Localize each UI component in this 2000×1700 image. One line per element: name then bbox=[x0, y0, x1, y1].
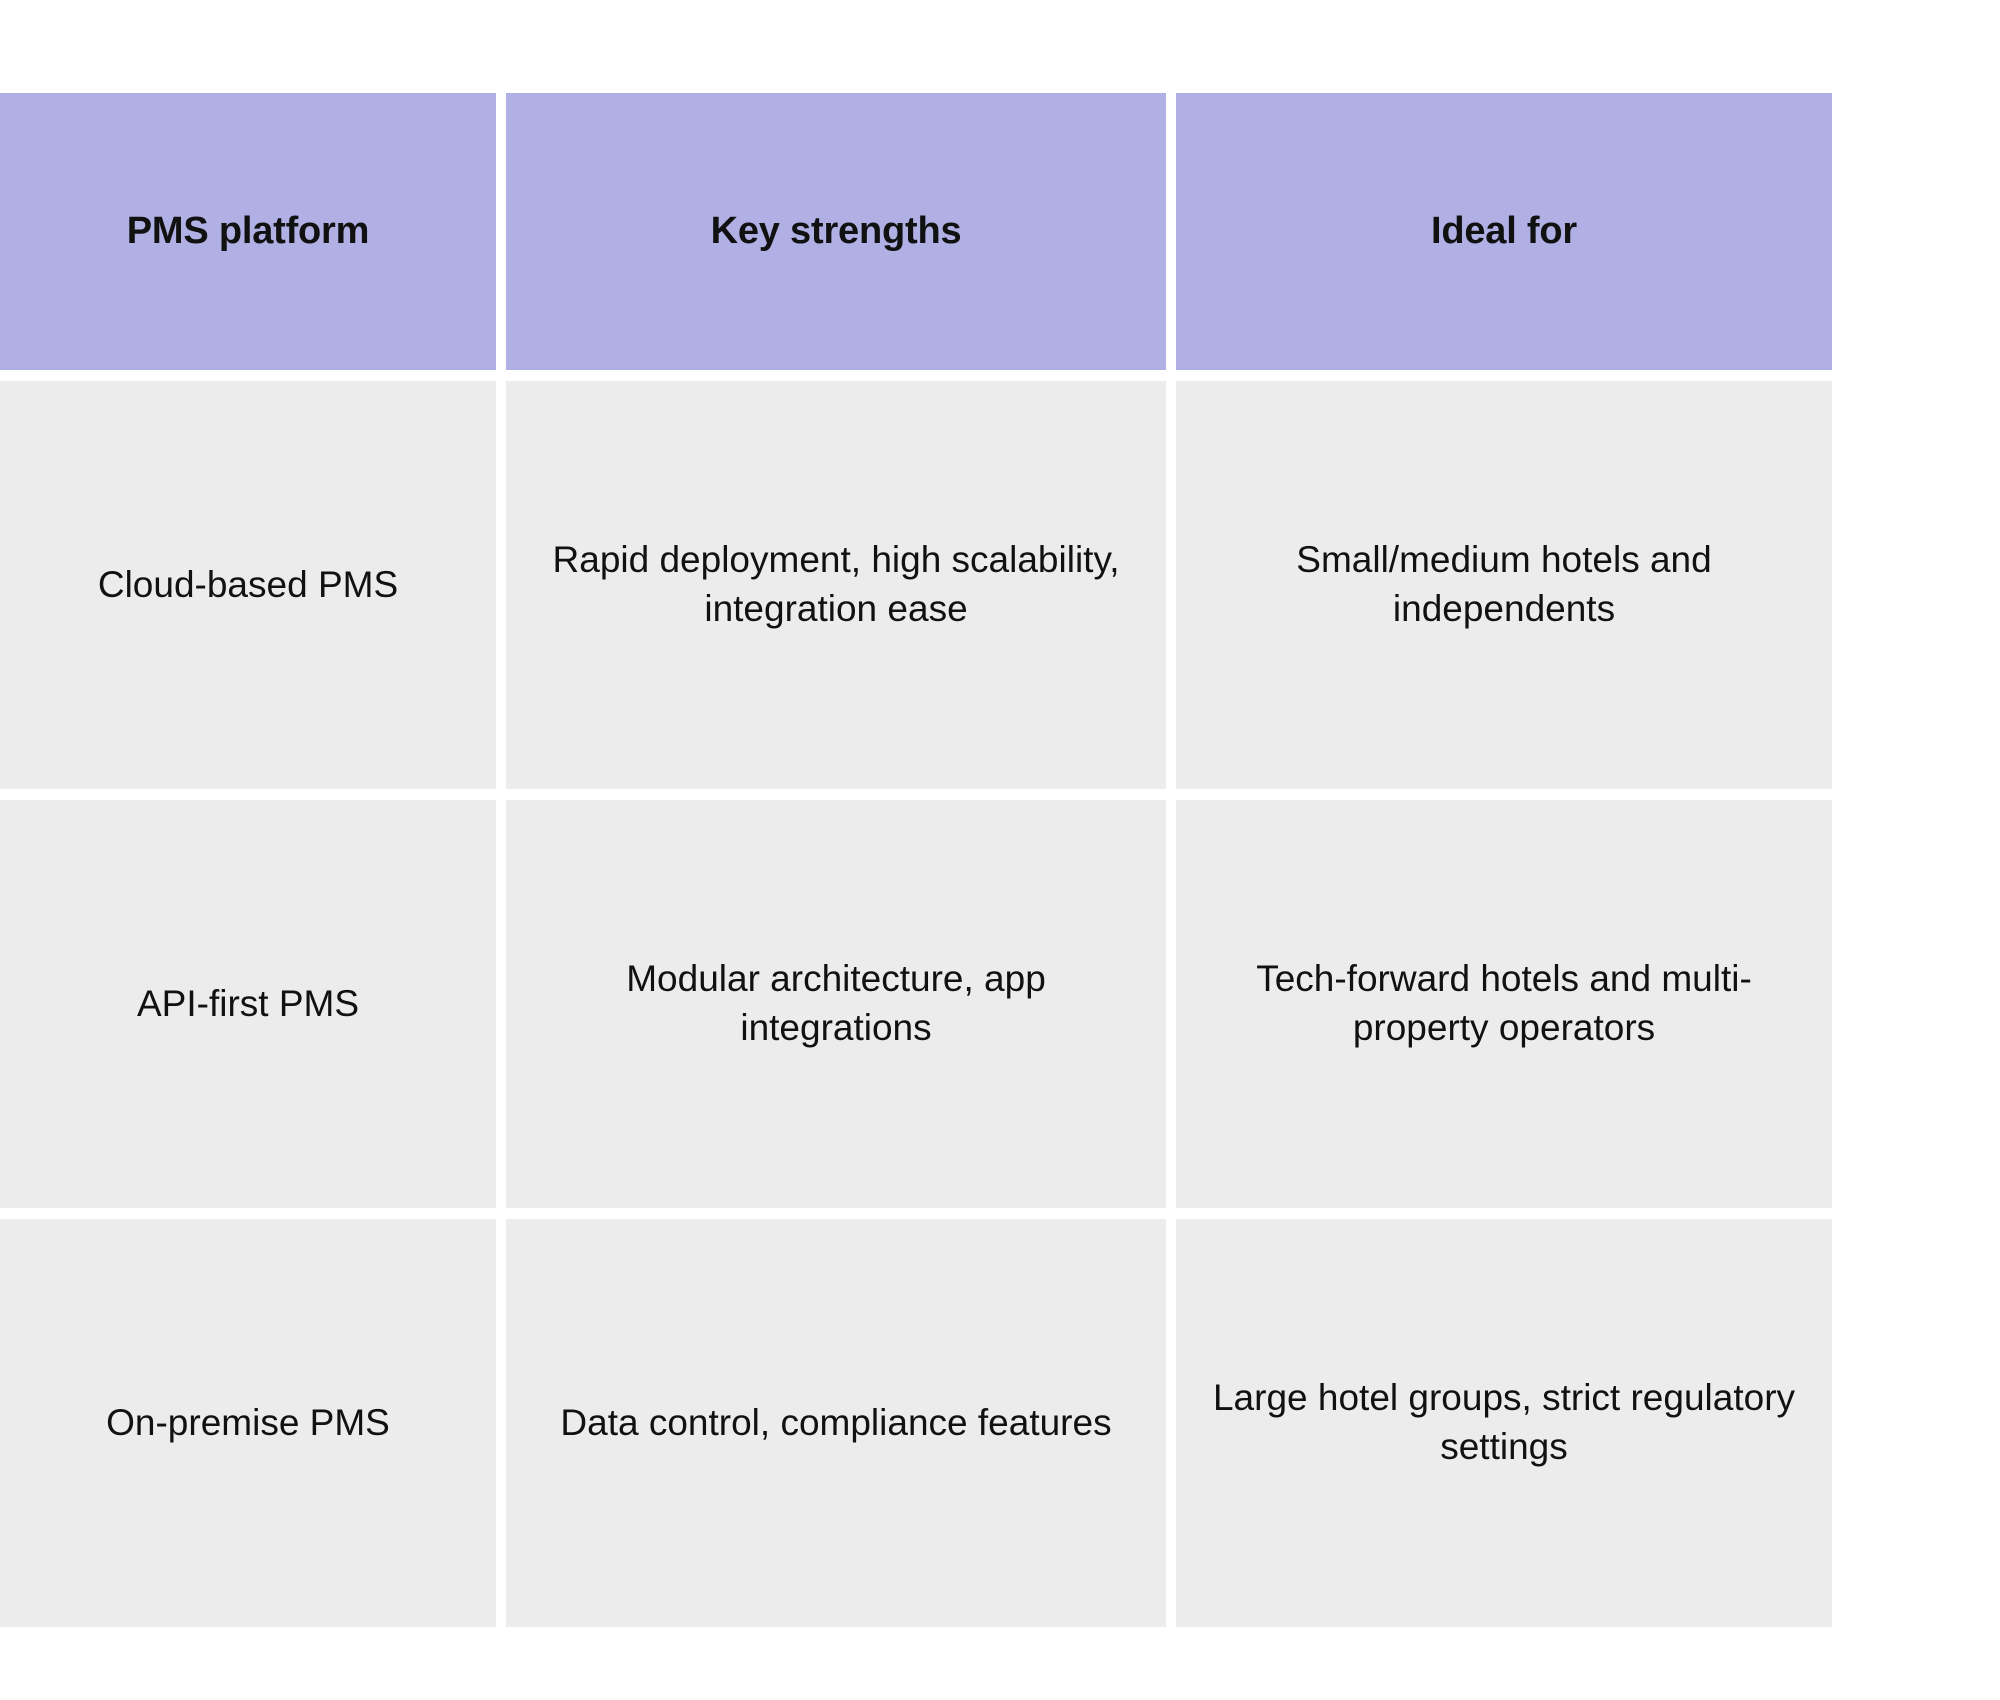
column-header-ideal-for: Ideal for bbox=[1176, 93, 1832, 370]
cell-ideal-for: Small/medium hotels and independents bbox=[1176, 381, 1832, 789]
table-row: API-first PMS Modular architecture, app … bbox=[0, 800, 1832, 1208]
cell-ideal-for: Large hotel groups, strict regulatory se… bbox=[1176, 1219, 1832, 1627]
cell-platform: API-first PMS bbox=[0, 800, 496, 1208]
cell-platform: On-premise PMS bbox=[0, 1219, 496, 1627]
column-header-label: Key strengths bbox=[710, 209, 962, 252]
cell-strengths: Modular architecture, app integrations bbox=[506, 800, 1166, 1208]
cell-text: API-first PMS bbox=[136, 982, 360, 1024]
cell-text: Tech-forward hotels and multi-property o… bbox=[1256, 958, 1752, 1048]
column-header-key-strengths: Key strengths bbox=[506, 93, 1166, 370]
table-row: Cloud-based PMS Rapid deployment, high s… bbox=[0, 381, 1832, 789]
table-header-row: PMS platform Key strengths Ideal for bbox=[0, 93, 1832, 370]
cell-text: Data control, compliance features bbox=[560, 1401, 1112, 1443]
cell-strengths: Data control, compliance features bbox=[506, 1219, 1166, 1627]
cell-text: Small/medium hotels and independents bbox=[1296, 539, 1712, 629]
column-header-label: PMS platform bbox=[126, 209, 370, 252]
column-header-pms-platform: PMS platform bbox=[0, 93, 496, 370]
cell-text: Large hotel groups, strict regulatory se… bbox=[1212, 1377, 1796, 1467]
cell-text: Rapid deployment, high scalability, inte… bbox=[552, 539, 1120, 629]
table-row: On-premise PMS Data control, compliance … bbox=[0, 1219, 1832, 1627]
cell-text: On-premise PMS bbox=[106, 1401, 390, 1443]
pms-comparison-table: PMS platform Key strengths Ideal for Clo… bbox=[0, 93, 1832, 1627]
cell-platform: Cloud-based PMS bbox=[0, 381, 496, 789]
cell-text: Cloud-based PMS bbox=[97, 563, 399, 605]
cell-ideal-for: Tech-forward hotels and multi-property o… bbox=[1176, 800, 1832, 1208]
column-header-label: Ideal for bbox=[1430, 209, 1577, 252]
cell-strengths: Rapid deployment, high scalability, inte… bbox=[506, 381, 1166, 789]
cell-text: Modular architecture, app integrations bbox=[626, 958, 1046, 1048]
